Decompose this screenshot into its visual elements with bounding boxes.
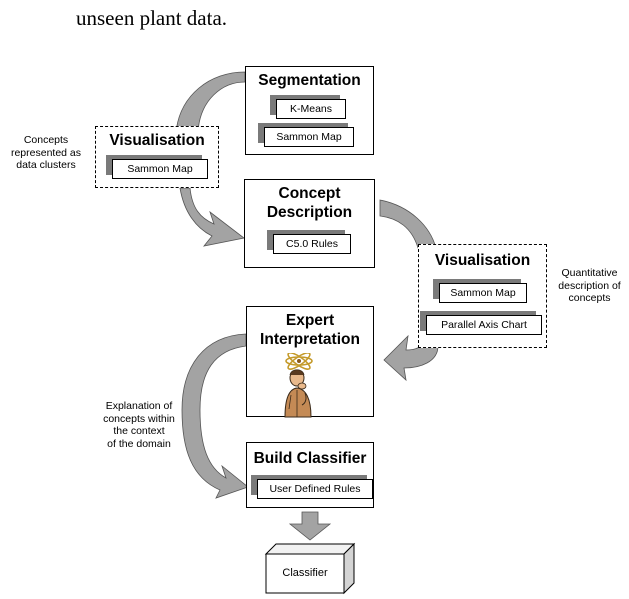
concept-description-box: Concept Description C5.0 Rules	[244, 179, 375, 268]
build-classifier-box: Build Classifier User Defined Rules	[246, 442, 374, 508]
concepts-note: Concepts represented as data clusters	[10, 134, 82, 171]
flow-arrow-segmentation-to-visualisation	[175, 71, 246, 133]
expert-interpretation-title-line2: Interpretation	[260, 331, 360, 348]
visualisation-left-title: Visualisation	[109, 132, 205, 149]
segmentation-box: Segmentation K-Means Sammon Map	[245, 66, 374, 155]
visualisation-right-title: Visualisation	[434, 252, 531, 269]
flow-arrow-expert-to-build	[181, 333, 249, 499]
concept-description-title-line2: Description	[266, 204, 353, 221]
flow-arrow-concept-to-visualisation	[379, 199, 437, 249]
flow-arrow-build-to-classifier	[288, 511, 332, 541]
intro-text: unseen plant data.	[76, 6, 228, 30]
classifier-block-3d	[264, 542, 356, 595]
classifier-label: Classifier	[282, 567, 328, 579]
visualisation-right-box: Visualisation Sammon Map Parallel Axis C…	[418, 244, 547, 348]
flow-arrow-visualisation-to-concept	[179, 187, 245, 247]
thinking-person-illustration	[284, 353, 313, 418]
build-classifier-title: Build Classifier	[253, 450, 367, 467]
quantitative-note: Quantitative description of concepts	[558, 267, 621, 304]
visualisation-left-box: Visualisation Sammon Map	[95, 126, 219, 188]
explanation-note: Explanation of concepts within the conte…	[103, 400, 175, 450]
segmentation-title: Segmentation	[258, 72, 361, 89]
expert-interpretation-box: Expert Interpretation	[246, 306, 374, 418]
expert-interpretation-title-line1: Expert	[285, 312, 335, 329]
concept-description-title-line1: Concept	[278, 185, 341, 202]
